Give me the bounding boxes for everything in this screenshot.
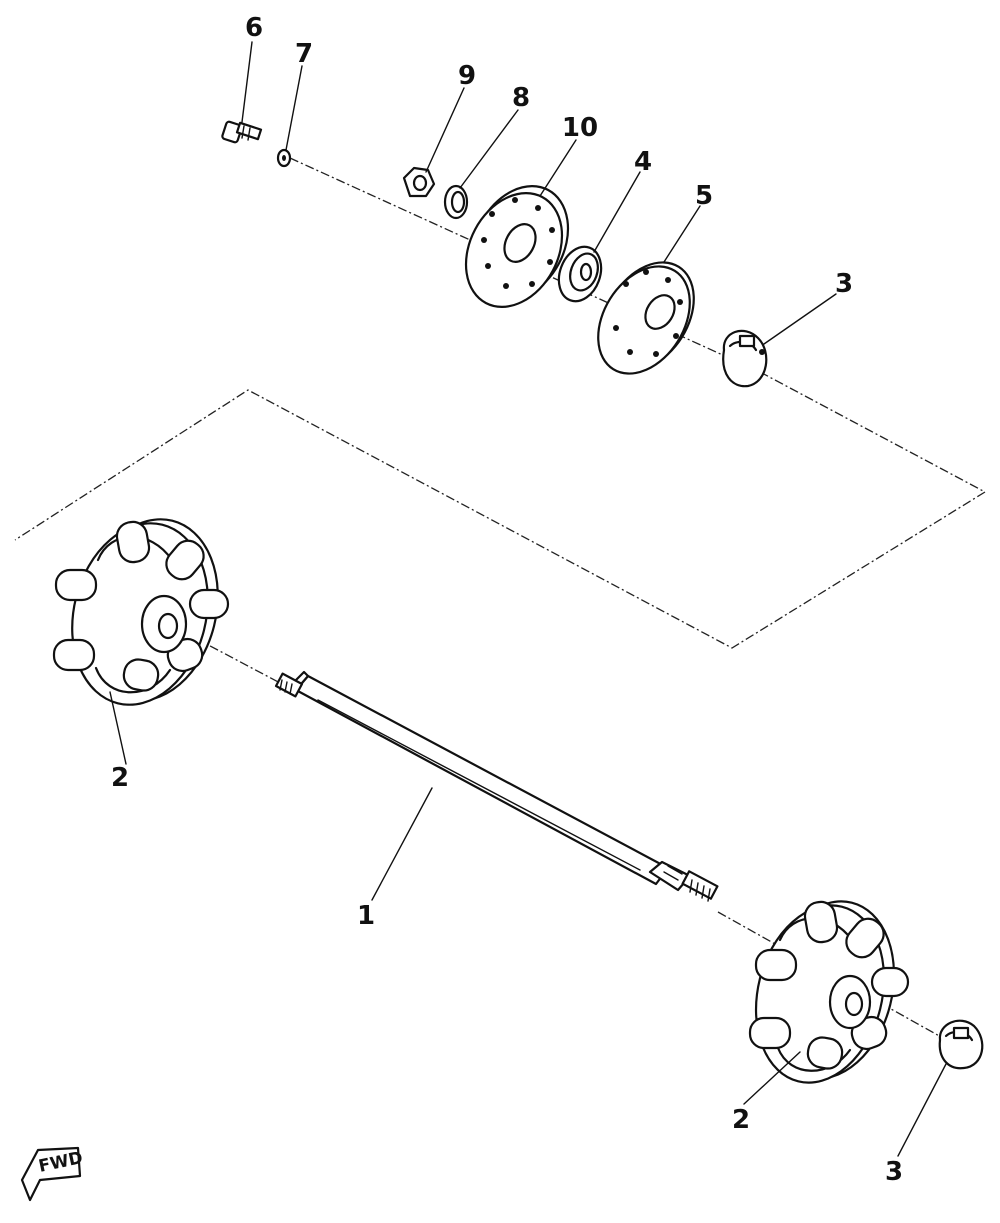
callout-5: 5 bbox=[695, 181, 713, 211]
drive-sprocket-left bbox=[52, 518, 230, 706]
callout-labels: 6 7 9 8 10 4 5 3 2 1 2 3 bbox=[111, 13, 903, 1187]
callout-1: 1 bbox=[357, 901, 375, 931]
collar-clamp-upper bbox=[722, 329, 768, 388]
callout-9: 9 bbox=[458, 61, 476, 91]
drive-shaft bbox=[274, 670, 719, 902]
callout-10: 10 bbox=[562, 113, 598, 143]
forward-direction-arrow: FWD bbox=[20, 1146, 85, 1202]
collar-clamp-lower bbox=[938, 1019, 984, 1070]
leader-lines bbox=[109, 41, 947, 1157]
callout-3-upper: 3 bbox=[835, 269, 853, 299]
bearing-housing-plate bbox=[464, 185, 570, 308]
callout-2-left: 2 bbox=[111, 763, 129, 793]
spacer-ring bbox=[443, 184, 469, 220]
callout-2-right: 2 bbox=[732, 1105, 750, 1135]
bearing bbox=[557, 245, 603, 303]
drive-sprocket-right bbox=[748, 900, 910, 1084]
callout-7: 7 bbox=[295, 39, 313, 69]
bolt bbox=[221, 120, 263, 144]
nut bbox=[402, 166, 436, 198]
callout-3-lower: 3 bbox=[885, 1157, 903, 1187]
washer bbox=[276, 148, 292, 168]
callout-4: 4 bbox=[634, 147, 652, 177]
callout-6: 6 bbox=[245, 13, 263, 43]
bearing-retainer-plate bbox=[597, 261, 695, 375]
callout-8: 8 bbox=[512, 83, 530, 113]
